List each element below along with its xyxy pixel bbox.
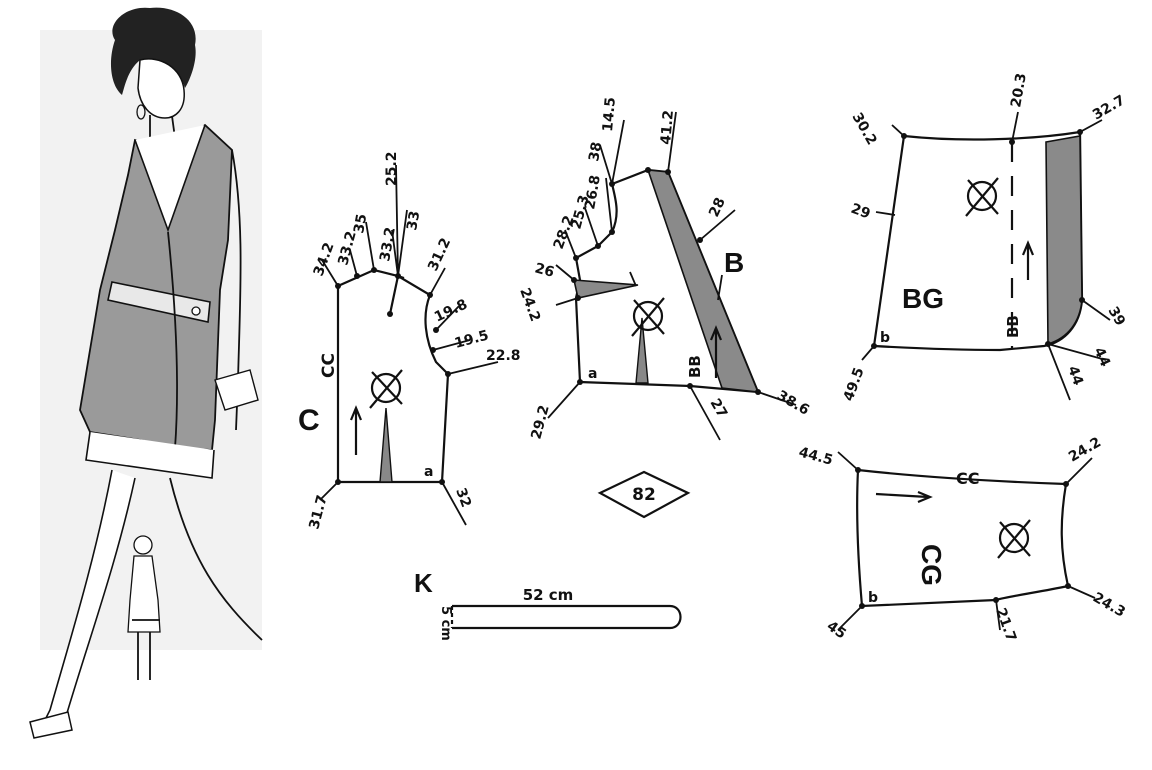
measure-c-5: 33 <box>404 210 423 232</box>
measure-b-4: 26.8 <box>582 174 604 211</box>
pattern-piece-k: K 52 cm 5 cm <box>414 568 682 641</box>
piece-k-length: 52 cm <box>523 586 574 604</box>
measure-c-4: 33.2 <box>377 226 399 263</box>
measure-b-7: 28 <box>706 195 729 219</box>
measure-bg-2: 20.3 <box>1008 72 1030 109</box>
page-number: 82 <box>632 485 656 505</box>
face <box>137 58 185 119</box>
measure-c-11: 31.7 <box>306 494 330 532</box>
wrap-edge <box>167 231 178 449</box>
piece-bg-grain-mark: BB <box>1004 315 1022 338</box>
measure-bg-4: 29 <box>849 201 873 223</box>
pattern-piece-c: CC C a 34.2 33.2 35 33.2 33 25.2 31.2 19… <box>298 151 521 531</box>
measure-b-1: 14.5 <box>600 97 619 133</box>
neckline <box>134 124 206 233</box>
measure-c-10: 22.8 <box>486 348 521 364</box>
piece-k-letter: K <box>414 568 433 598</box>
piece-c-cutting-symbol <box>369 369 403 409</box>
piece-cg-grain-arrow <box>875 490 933 504</box>
measure-c-3: 35 <box>351 213 370 235</box>
piece-b-bust-dart <box>572 279 639 299</box>
piece-bg-grain-arrow <box>1021 240 1035 280</box>
measure-b-11: 27 <box>707 396 731 421</box>
clutch-bag <box>214 369 259 411</box>
piece-bg-letter: BG <box>902 283 944 314</box>
piece-bg-corner: b <box>880 330 890 346</box>
measure-c-7: 31.2 <box>425 236 454 274</box>
piece-bg-cutting-symbol <box>965 177 999 217</box>
measure-cg-4: 21.7 <box>992 606 1019 644</box>
measure-b-12: 38.6 <box>774 388 812 419</box>
piece-b-cutting-symbol <box>631 297 665 337</box>
pattern-piece-bg: BB BG b 30.2 20.3 32.7 29 39 44 44 49.5 <box>841 72 1128 403</box>
measure-c-6: 25.2 <box>384 151 400 186</box>
piece-c-waist-dart <box>379 407 393 483</box>
measure-bg-8: 49.5 <box>841 365 868 403</box>
belt <box>107 281 211 323</box>
measure-b-2: 38 <box>586 141 605 163</box>
piece-b-waist-dart <box>635 317 649 384</box>
measure-cg-1: 44.5 <box>797 444 835 468</box>
arm <box>231 149 242 431</box>
measure-bg-7: 44 <box>1090 345 1113 370</box>
measure-c-12: 32 <box>452 486 474 510</box>
belt-button <box>191 306 201 316</box>
piece-c-corner: a <box>424 464 433 480</box>
measure-c-9: 19.5 <box>453 327 491 351</box>
measure-b-6: 28.2 <box>551 213 578 251</box>
piece-cg-letter: CG <box>916 544 947 586</box>
piece-c-shoulder-dart <box>388 274 405 315</box>
pattern-piece-b: BB B a 14.5 38 41.2 26.8 25.3 28.2 28 26… <box>516 97 812 441</box>
piece-cg-cutting-symbol <box>997 519 1031 559</box>
measure-b-9: 24.2 <box>516 286 543 324</box>
piece-c-grain-arrow <box>349 405 363 455</box>
piece-c-grain-mark: CC <box>319 353 339 378</box>
skirt <box>85 431 215 479</box>
piece-c-letter: C <box>298 404 320 437</box>
hair <box>110 7 196 95</box>
page-number-badge: 82 <box>597 470 691 519</box>
piece-k-outline <box>452 604 682 630</box>
piece-b-grain-arrow <box>709 325 723 378</box>
measure-cg-3: 24.3 <box>1090 590 1128 621</box>
piece-k-width: 5 cm <box>438 606 453 641</box>
piece-b-letter: B <box>724 247 744 278</box>
piece-b-corner: a <box>588 366 597 382</box>
pattern-piece-cg: CC CG b 44.5 24.2 24.3 21.7 45 <box>797 434 1128 643</box>
piece-b-grain-mark: BB <box>686 355 704 378</box>
measure-b-8: 26 <box>533 260 556 280</box>
measure-c-8: 19.8 <box>432 297 470 326</box>
back-view-figure <box>127 535 161 680</box>
measure-c-2: 33.2 <box>335 230 359 268</box>
shoe <box>29 711 73 739</box>
measure-bg-1: 30.2 <box>849 110 880 148</box>
fashion-illustration <box>29 7 263 739</box>
measure-b-3: 41.2 <box>658 110 677 146</box>
piece-cg-grain-mark: CC <box>956 469 979 488</box>
piece-cg-corner: b <box>868 590 878 606</box>
measure-b-10: 29.2 <box>528 404 552 442</box>
measure-bg-3: 32.7 <box>1090 92 1128 123</box>
piece-cg-outline <box>856 468 1070 608</box>
earring <box>136 104 146 120</box>
measure-bg-6: 44 <box>1064 364 1086 388</box>
measure-bg-5: 39 <box>1105 304 1129 329</box>
piece-bg-facing <box>1045 135 1083 346</box>
measure-c-1: 34.2 <box>311 240 338 278</box>
right-leg <box>169 477 263 641</box>
measure-cg-2: 24.2 <box>1066 434 1104 465</box>
